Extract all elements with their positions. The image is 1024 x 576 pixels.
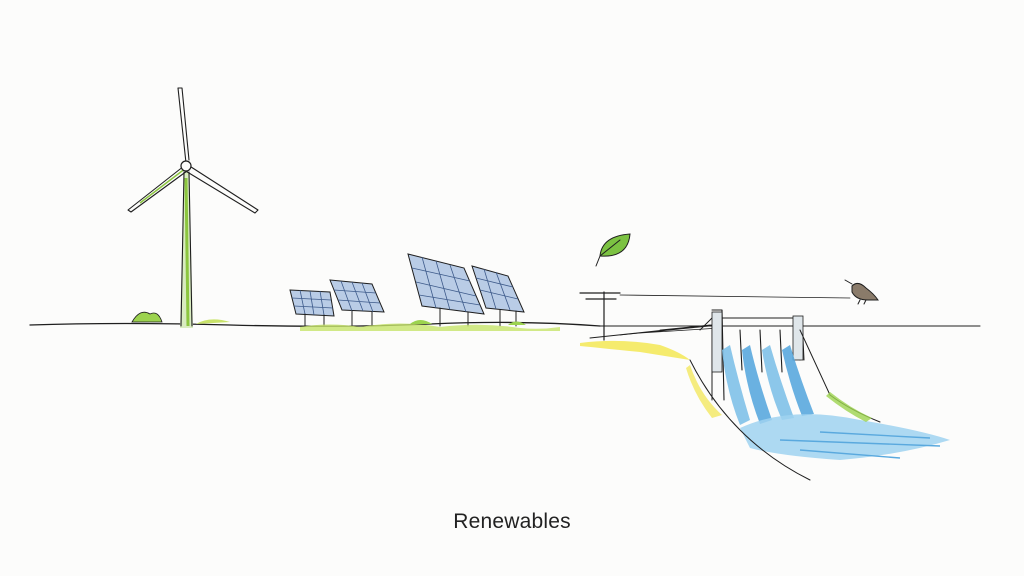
solar-panel-icon-2: [329, 279, 385, 327]
leaf-icon: [595, 233, 631, 267]
wind-turbine-icon: [127, 87, 259, 328]
solar-panel-icon-1: [289, 289, 335, 327]
solar-panel-icon-3: [407, 253, 485, 327]
ground-line: [29, 321, 981, 327]
solar-panel-icon-4: [471, 265, 525, 327]
grass-patch: [300, 320, 560, 331]
hydro-dam-icon: [589, 309, 950, 481]
bird-icon: [844, 279, 879, 305]
caption-title: Renewables: [453, 510, 571, 533]
power-pole-icon: [579, 291, 851, 360]
